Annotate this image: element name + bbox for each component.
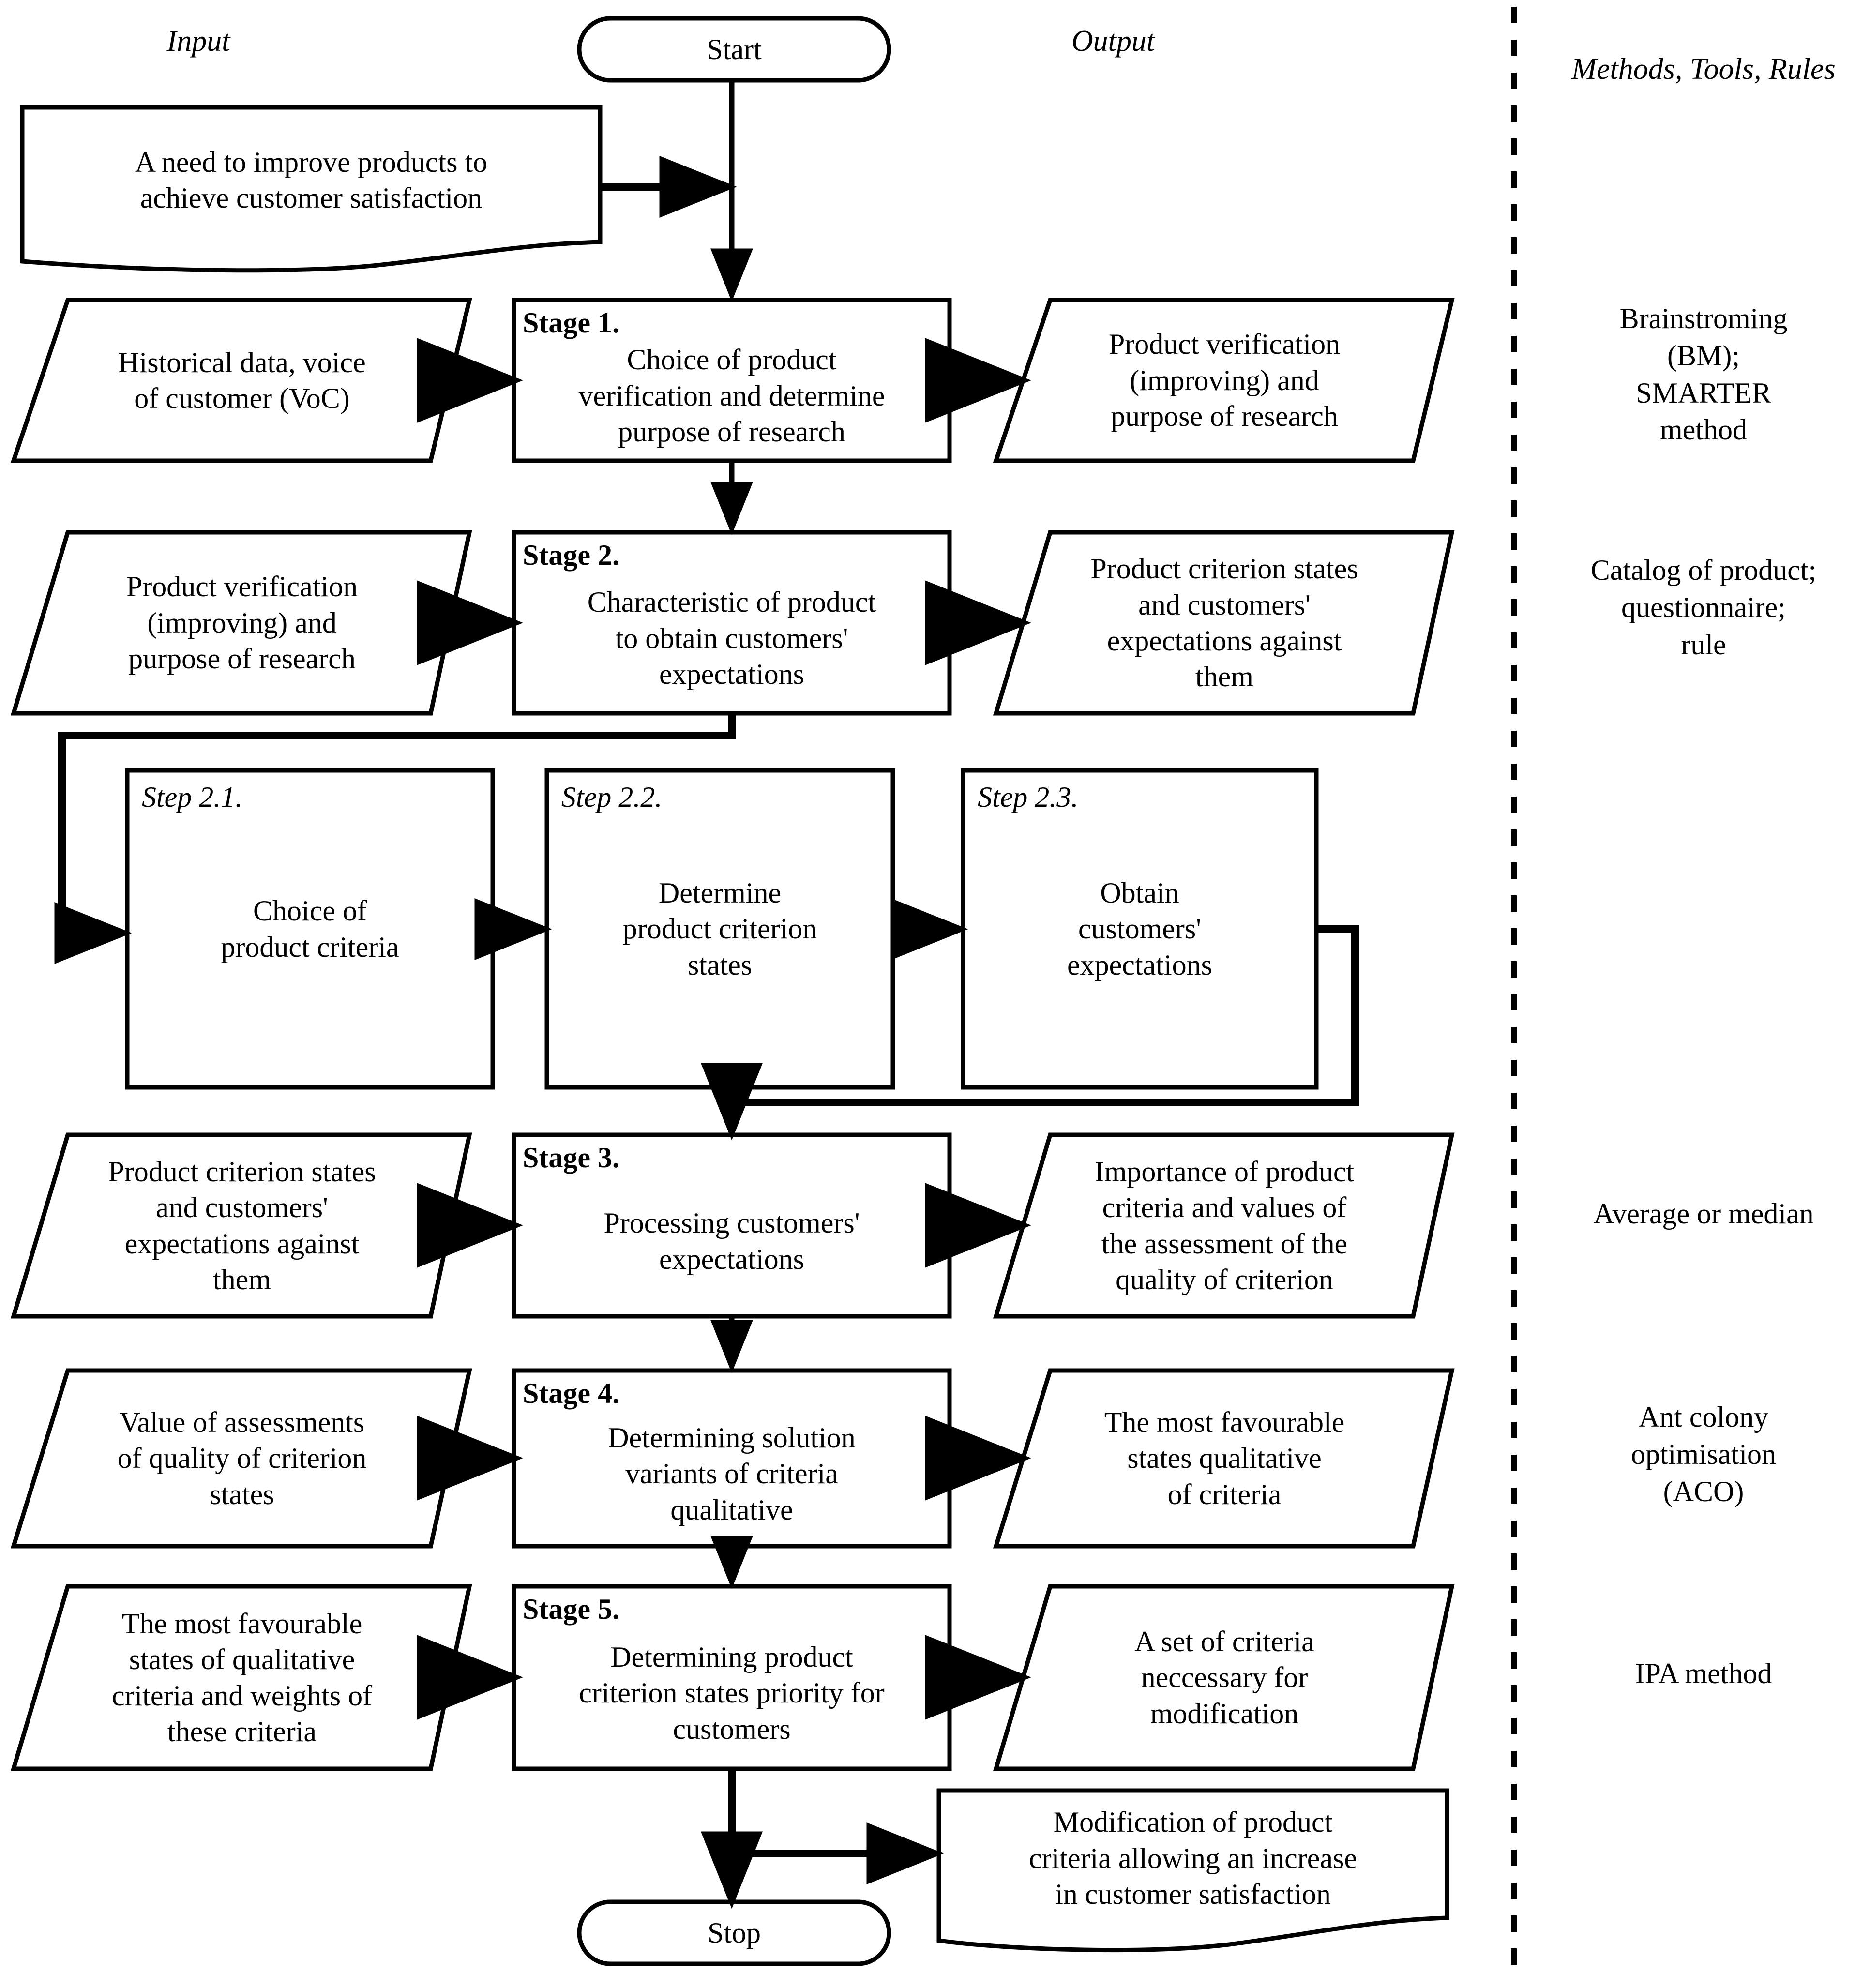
stage-body-5: Determining product criterion states pri… bbox=[579, 1641, 885, 1745]
stage-node-1[interactable]: Stage 1. Choice of product verification … bbox=[514, 300, 950, 461]
stage-box-2 bbox=[512, 530, 952, 716]
input-parallelogram-5 bbox=[10, 1584, 472, 1771]
method-label-2: Catalog of product; questionnaire; rule bbox=[1590, 554, 1817, 661]
input-parallelogram-2 bbox=[10, 530, 472, 716]
stage-node-4[interactable]: Stage 4. Determining solution variants o… bbox=[514, 1371, 950, 1546]
input-node-1[interactable]: Historical data, voice of customer (VoC) bbox=[29, 300, 455, 461]
input-node-2[interactable]: Product verification (improving) and pur… bbox=[29, 532, 455, 713]
stage-title-4: Stage 4. bbox=[523, 1377, 619, 1409]
input-node-5[interactable]: The most favourable states of qualitativ… bbox=[29, 1586, 455, 1769]
output-node-3[interactable]: Importance of product criteria and value… bbox=[1011, 1135, 1437, 1316]
method-label-3: Average or median bbox=[1593, 1198, 1814, 1230]
input-label-3: Product criterion states and customers' … bbox=[108, 1155, 376, 1295]
input-label-5: The most favourable states of qualitativ… bbox=[111, 1607, 373, 1747]
input-parallelogram-3 bbox=[10, 1132, 472, 1319]
substep-box-2 bbox=[544, 768, 895, 1090]
input-node-4[interactable]: Value of assessments of quality of crite… bbox=[29, 1371, 455, 1546]
substep-node-2[interactable]: Step 2.2. Determine product criterion st… bbox=[547, 770, 893, 1087]
output-label-2: Product criterion states and customers' … bbox=[1090, 553, 1358, 693]
output-label-3: Importance of product criteria and value… bbox=[1094, 1155, 1355, 1295]
input-parallelogram-1 bbox=[10, 298, 472, 463]
stage-title-5: Stage 5. bbox=[523, 1593, 619, 1625]
need-document-label: A need to improve products to achieve cu… bbox=[135, 146, 488, 214]
stage-node-5[interactable]: Stage 5. Determining product criterion s… bbox=[514, 1586, 950, 1769]
start-label: Start bbox=[707, 33, 762, 65]
modification-document-label: Modification of product criteria allowin… bbox=[1029, 1806, 1357, 1911]
output-node-5[interactable]: A set of criteria neccessary for modific… bbox=[1011, 1586, 1437, 1769]
substep-node-1[interactable]: Step 2.1. Choice of product criteria bbox=[127, 770, 493, 1087]
input-label-2: Product verification (improving) and pur… bbox=[126, 571, 358, 675]
modification-document[interactable]: Modification of product criteria allowin… bbox=[939, 1791, 1447, 1926]
stage-node-2[interactable]: Stage 2. Characteristic of product to ob… bbox=[514, 532, 950, 713]
output-label-5: A set of criteria neccessary for modific… bbox=[1134, 1625, 1314, 1730]
input-node-3[interactable]: Product criterion states and customers' … bbox=[29, 1135, 455, 1316]
need-document-shape bbox=[20, 105, 603, 273]
substep-box-3 bbox=[961, 768, 1319, 1090]
stage-box-5 bbox=[512, 1584, 952, 1771]
method-label-1: Brainstroming (BM); SMARTER method bbox=[1619, 302, 1788, 446]
substep-body-2: Determine product criterion states bbox=[622, 876, 817, 981]
method-label-5: IPA method bbox=[1635, 1657, 1772, 1689]
substep-body-1: Choice of product criteria bbox=[221, 895, 399, 963]
column-header-input: Input bbox=[166, 25, 230, 58]
column-header-methods: Methods, Tools, Rules bbox=[1571, 53, 1836, 86]
output-node-2[interactable]: Product criterion states and customers' … bbox=[1011, 532, 1437, 713]
start-terminator[interactable]: Start bbox=[579, 18, 889, 80]
output-label-1: Product verification (improving) and pur… bbox=[1108, 328, 1341, 433]
stage-title-1: Stage 1. bbox=[523, 307, 619, 339]
stage-title-3: Stage 3. bbox=[523, 1142, 619, 1174]
stage-body-1: Choice of product verification and deter… bbox=[578, 344, 885, 448]
substep-title-3: Step 2.3. bbox=[978, 781, 1079, 813]
connector-stage2-to-step21 bbox=[54, 713, 736, 964]
stop-label: Stop bbox=[707, 1916, 761, 1949]
column-header-output: Output bbox=[1071, 25, 1155, 58]
substep-body-3: Obtain customers' expectations bbox=[1067, 876, 1212, 981]
connector-step23-to-stage3 bbox=[701, 925, 1359, 1141]
method-label-4: Ant colony optimisation (ACO) bbox=[1631, 1401, 1776, 1507]
input-parallelogram-4 bbox=[10, 1368, 472, 1549]
input-label-4: Value of assessments of quality of crite… bbox=[117, 1406, 367, 1510]
need-document[interactable]: A need to improve products to achieve cu… bbox=[22, 107, 600, 253]
stage-body-2: Characteristic of product to obtain cust… bbox=[587, 586, 876, 691]
stage-node-3[interactable]: Stage 3. Processing customers' expectati… bbox=[514, 1135, 950, 1316]
output-label-4: The most favourable states qualitative o… bbox=[1104, 1406, 1345, 1510]
output-node-4[interactable]: The most favourable states qualitative o… bbox=[1011, 1371, 1437, 1546]
input-label-1: Historical data, voice of customer (VoC) bbox=[118, 346, 366, 414]
output-node-1[interactable]: Product verification (improving) and pur… bbox=[1011, 300, 1437, 461]
modification-document-shape bbox=[936, 1788, 1449, 1953]
substep-title-1: Step 2.1. bbox=[142, 781, 243, 813]
stage-body-3: Processing customers' expectations bbox=[603, 1207, 860, 1275]
stage-title-2: Stage 2. bbox=[523, 539, 619, 571]
stop-terminator[interactable]: Stop bbox=[579, 1902, 889, 1964]
stage-body-4: Determining solution variants of criteri… bbox=[608, 1421, 856, 1526]
substep-node-3[interactable]: Step 2.3. Obtain customers' expectations bbox=[963, 770, 1316, 1087]
substep-title-2: Step 2.2. bbox=[561, 781, 663, 813]
substep-box-1 bbox=[125, 768, 495, 1090]
